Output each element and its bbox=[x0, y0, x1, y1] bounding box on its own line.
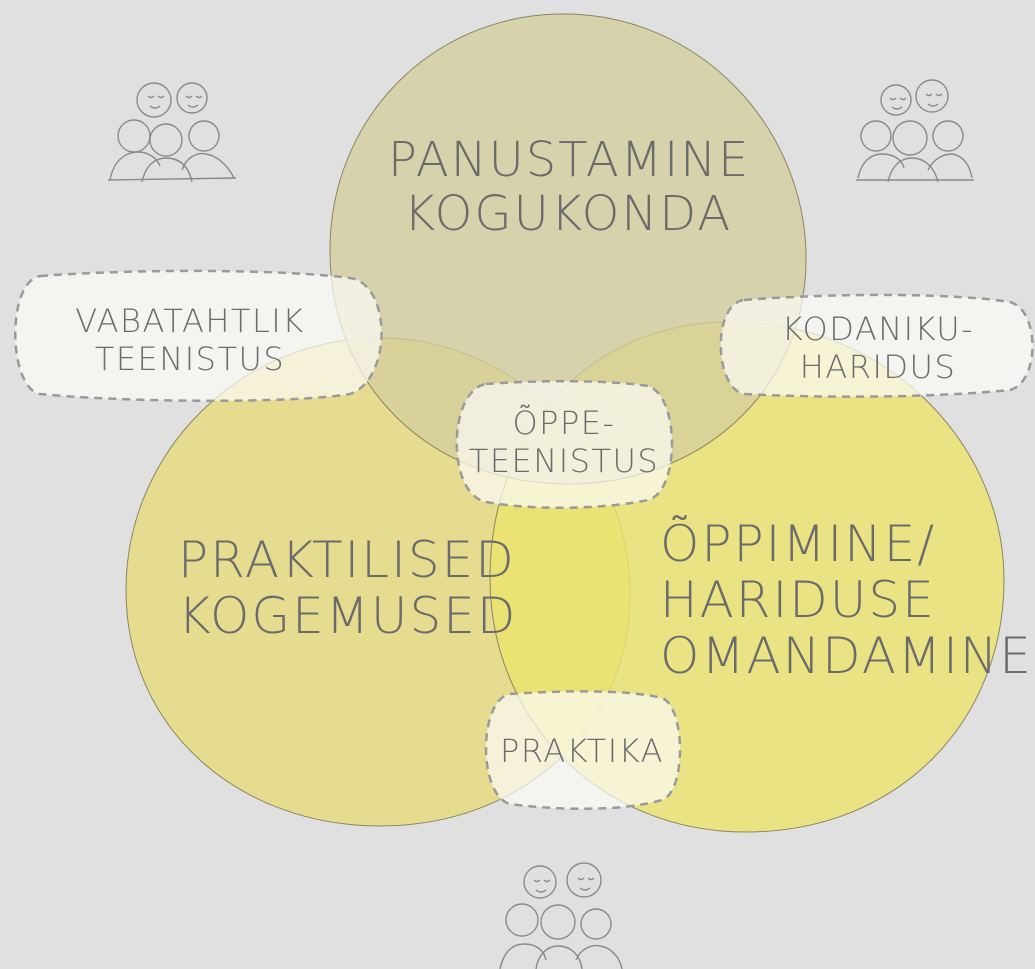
label-oppimine-hariduse-omandamine: ÕPPIMINE/ HARIDUSE OMANDAMINE bbox=[660, 515, 1033, 685]
label-praktilised-kogemused: PRAKTILISED KOGEMUSED bbox=[178, 531, 518, 645]
label-kodaniku-haridus: KODANIKU- HARIDUS bbox=[748, 310, 1008, 387]
label-line: HARIDUSE bbox=[660, 571, 936, 629]
label-line: PANUSTAMINE bbox=[388, 132, 751, 188]
label-praktika: PRAKTIKA bbox=[484, 732, 680, 770]
bubble-praktika bbox=[484, 690, 682, 811]
label-line: KOGUKONDA bbox=[403, 185, 733, 242]
label-line: TEENISTUS bbox=[94, 340, 286, 379]
bubble-kodaniku-haridus bbox=[719, 293, 1034, 398]
people-group-icon bbox=[107, 82, 237, 183]
label-line: OMANDAMINE bbox=[660, 627, 1033, 685]
label-line: KOGEMUSED bbox=[178, 587, 518, 645]
bubble-vabatahtlik-teenistus bbox=[14, 269, 383, 402]
bubble-oppe-teenistus bbox=[455, 379, 674, 510]
label-line: HARIDUS bbox=[799, 348, 957, 387]
label-line: PRAKTILISED bbox=[178, 531, 516, 589]
label-panustamine-kogukonda: PANUSTAMINE KOGUKONDA bbox=[388, 132, 751, 242]
label-line: PRAKTIKA bbox=[500, 732, 664, 770]
people-group-icon bbox=[499, 862, 623, 969]
label-line: ÕPPIMINE/ bbox=[660, 515, 937, 573]
label-line: VABATAHTLIK bbox=[75, 302, 305, 340]
label-vabatahtlik-teenistus: VABATAHTLIK TEENISTUS bbox=[40, 302, 340, 379]
overlap-bubbles bbox=[14, 269, 1034, 811]
label-line: ÕPPE- bbox=[512, 404, 616, 442]
label-line: TEENISTUS bbox=[468, 442, 660, 481]
people-group-icon bbox=[856, 79, 974, 183]
label-oppe-teenistus: ÕPPE- TEENISTUS bbox=[454, 404, 674, 481]
label-line: KODANIKU- bbox=[781, 310, 975, 348]
